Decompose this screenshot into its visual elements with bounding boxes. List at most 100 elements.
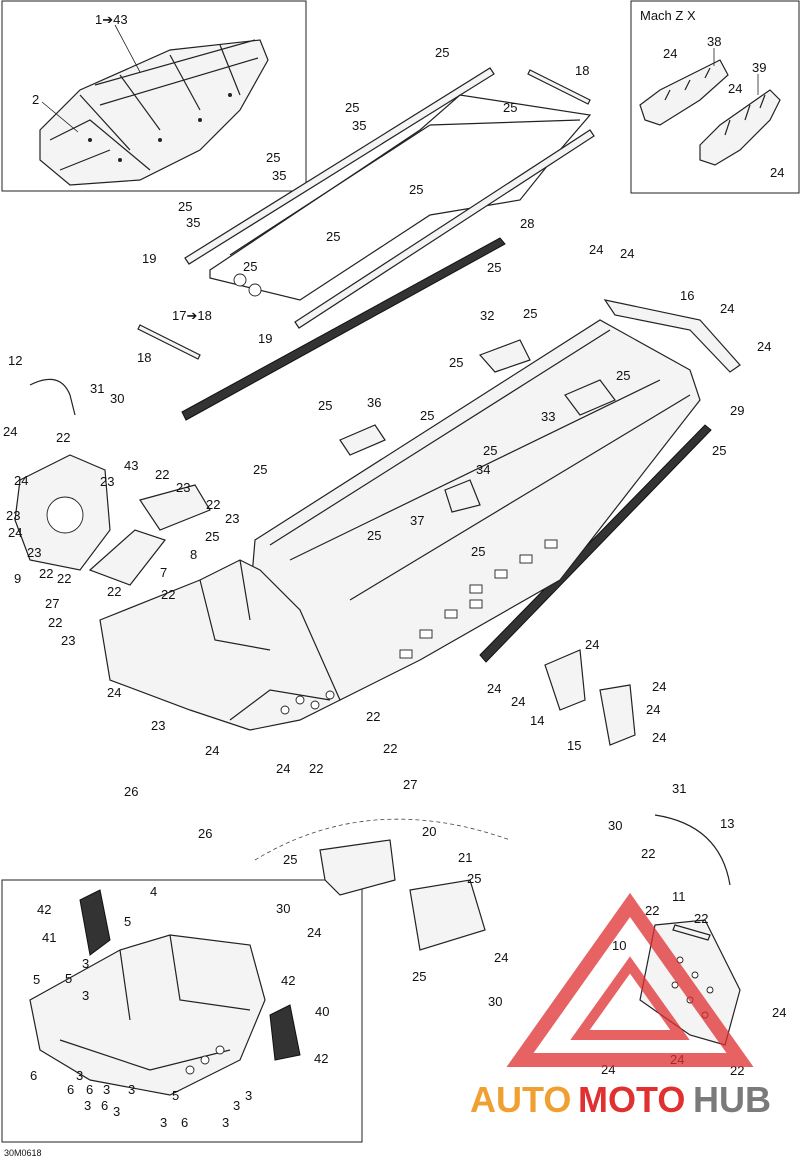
- callout-22: 22: [309, 761, 323, 776]
- callout-25: 25: [318, 398, 332, 413]
- callout-23: 23: [100, 474, 114, 489]
- callout-9: 9: [14, 571, 21, 586]
- callout-3: 3: [82, 956, 89, 971]
- watermark-moto: MOTO: [578, 1079, 685, 1120]
- callout-24: 24: [770, 165, 784, 180]
- callout-25: 25: [420, 408, 434, 423]
- callout-22: 22: [366, 709, 380, 724]
- callout-11: 11: [672, 889, 686, 904]
- callout-36: 36: [367, 395, 381, 410]
- callout-24: 24: [652, 730, 666, 745]
- callout-42: 42: [281, 973, 295, 988]
- callout-42: 42: [314, 1051, 328, 1066]
- bracket-39: [699, 89, 781, 166]
- watermark-logo: [506, 892, 754, 1067]
- callout-24: 24: [589, 242, 603, 257]
- callout-24: 24: [14, 473, 28, 488]
- callout-5: 5: [65, 971, 72, 986]
- callout-25: 25: [326, 229, 340, 244]
- callout-35: 35: [186, 215, 200, 230]
- inset-frame-bottom-left: [1, 879, 363, 1143]
- callout-23: 23: [225, 511, 239, 526]
- bracket-32: [478, 339, 531, 373]
- callout-24: 24: [652, 679, 666, 694]
- callout-33: 33: [541, 409, 555, 424]
- callout-26: 26: [124, 784, 138, 799]
- callout-3: 3: [233, 1098, 240, 1113]
- slide-rail-29: [479, 424, 712, 663]
- bracket-38: [639, 59, 729, 126]
- callout-3: 3: [113, 1104, 120, 1119]
- bracket-41: [79, 889, 111, 956]
- watermark-hub: HUB: [693, 1079, 771, 1120]
- callout-25: 25: [483, 443, 497, 458]
- callout-23: 23: [176, 480, 190, 495]
- callout-28: 28: [520, 216, 534, 231]
- callout-22: 22: [107, 584, 121, 599]
- callout-24: 24: [276, 761, 290, 776]
- callout-25: 25: [345, 100, 359, 115]
- callout-25: 25: [243, 259, 257, 274]
- callout-25: 25: [487, 260, 501, 275]
- bracket-8: [139, 484, 211, 531]
- callout-23: 23: [6, 508, 20, 523]
- leader: [41, 101, 79, 133]
- callout-24: 24: [663, 46, 677, 61]
- callout-6: 6: [181, 1115, 188, 1130]
- main-tunnel: [249, 319, 701, 701]
- callout-24: 24: [757, 339, 771, 354]
- callout-25: 25: [283, 852, 297, 867]
- callout-7: 7: [160, 565, 167, 580]
- callout-24: 24: [720, 301, 734, 316]
- callout-25: 25: [449, 355, 463, 370]
- plate-36: [339, 424, 386, 456]
- callout-25: 25: [471, 544, 485, 559]
- callout-6: 6: [101, 1098, 108, 1113]
- callout-34: 34: [476, 462, 490, 477]
- phantom-outline: [254, 818, 511, 861]
- callout-21: 21: [458, 850, 472, 865]
- callout-17-18: 17➔18: [172, 308, 212, 323]
- callout-14: 14: [530, 713, 544, 728]
- callout-23: 23: [27, 545, 41, 560]
- callout-24: 24: [307, 925, 321, 940]
- callout-1-43: 1➔43: [95, 12, 128, 27]
- callout-6: 6: [67, 1082, 74, 1097]
- callout-15: 15: [567, 738, 581, 753]
- callout-22: 22: [383, 741, 397, 756]
- callout-29: 29: [730, 403, 744, 418]
- callout-5: 5: [172, 1088, 179, 1103]
- callout-24: 24: [772, 1005, 786, 1020]
- callout-24: 24: [107, 685, 121, 700]
- leader: [114, 24, 141, 73]
- callout-30: 30: [608, 818, 622, 833]
- callout-16: 16: [680, 288, 694, 303]
- callout-5: 5: [124, 914, 131, 929]
- callout-30: 30: [276, 901, 290, 916]
- callout-23: 23: [151, 718, 165, 733]
- callout-25: 25: [266, 150, 280, 165]
- callout-20: 20: [422, 824, 436, 839]
- diagram-code: 30M0618: [4, 1148, 42, 1158]
- tunnel-plate-17: [209, 94, 592, 301]
- callout-24: 24: [620, 246, 634, 261]
- callout-25: 25: [205, 529, 219, 544]
- watermark-auto: AUTO: [470, 1079, 571, 1120]
- bracket-15: [599, 684, 636, 746]
- callout-22: 22: [641, 846, 655, 861]
- callout-32: 32: [480, 308, 494, 323]
- step-bracket-21: [409, 879, 486, 951]
- callout-24: 24: [494, 950, 508, 965]
- callout-5: 5: [33, 972, 40, 987]
- callout-18: 18: [575, 63, 589, 78]
- callout-25: 25: [523, 306, 537, 321]
- callout-31: 31: [672, 781, 686, 796]
- plate-7: [88, 529, 166, 586]
- callout-22: 22: [694, 911, 708, 926]
- inset-title: Mach Z X: [640, 8, 696, 23]
- callout-38: 38: [707, 34, 721, 49]
- callout-25: 25: [503, 100, 517, 115]
- callout-23: 23: [61, 633, 75, 648]
- callout-3: 3: [245, 1088, 252, 1103]
- callout-40: 40: [315, 1004, 329, 1019]
